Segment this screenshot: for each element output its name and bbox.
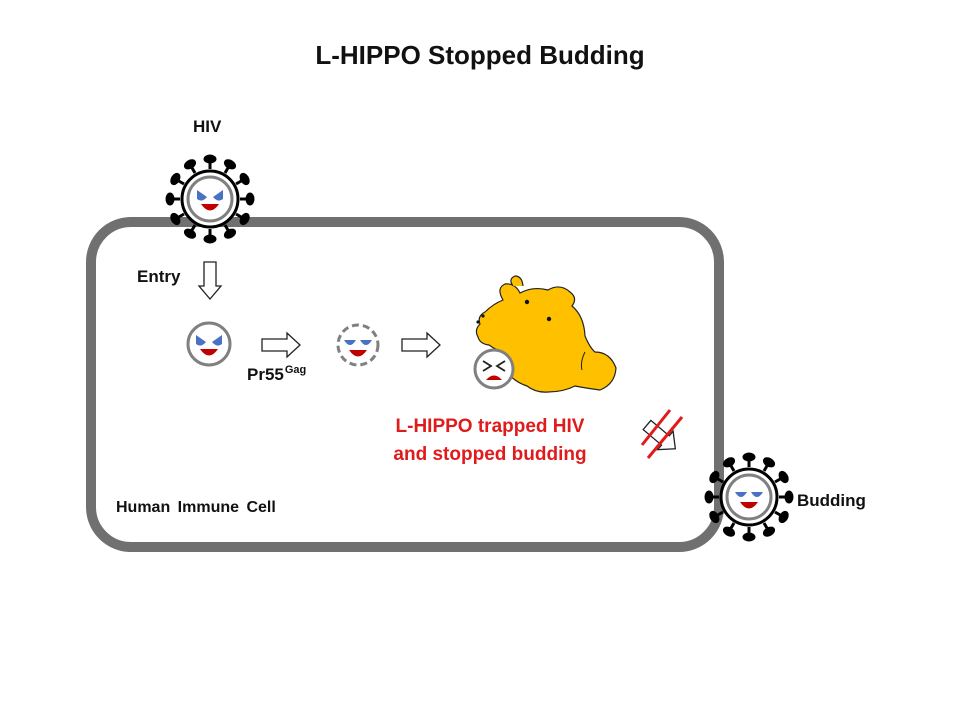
block-slash-marks — [640, 409, 684, 459]
entering-hiv-virus-icon — [166, 155, 255, 244]
budding-label: Budding — [797, 491, 866, 510]
cell-label: Human Immune Cell — [116, 499, 276, 516]
pr55-gag-label: Pr55Gag — [247, 364, 306, 385]
hiv-label: HIV — [193, 117, 222, 136]
uncoated-virus-icon — [186, 321, 232, 367]
trapped-caption: L-HIPPO trapped HIV and stopped budding — [350, 413, 630, 469]
arrow-right-icon-2 — [401, 332, 441, 358]
assembling-gag-virus-icon — [336, 323, 380, 367]
entry-label: Entry — [137, 267, 181, 286]
arrow-right-icon-1 — [261, 332, 301, 358]
trapped-caption-line-2: and stopped budding — [393, 444, 587, 465]
blocked-arrow-icon — [642, 419, 677, 451]
pr55-text: Pr55 — [247, 365, 284, 384]
immune-cell-membrane — [86, 217, 724, 552]
trapped-caption-line-1: L-HIPPO trapped HIV — [395, 416, 585, 437]
gag-superscript: Gag — [284, 364, 307, 376]
entry-arrow-down-icon — [197, 261, 223, 301]
trapped-hiv-virus-icon — [473, 348, 515, 390]
page-title: L-HIPPO Stopped Budding — [315, 40, 645, 70]
